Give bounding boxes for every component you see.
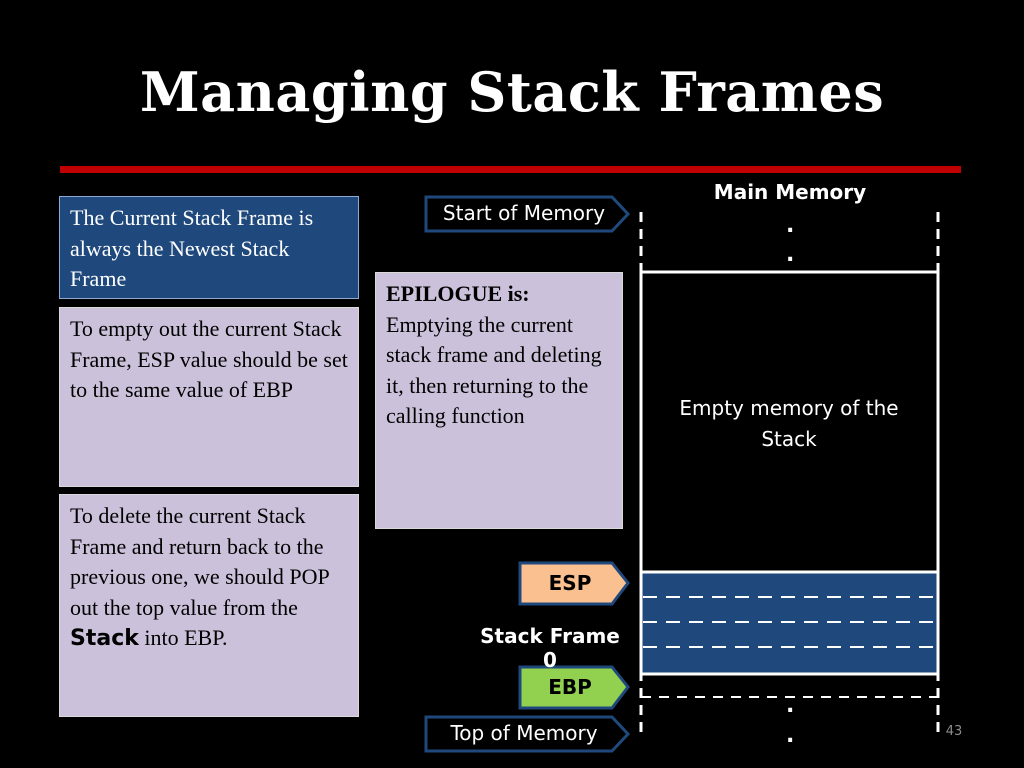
start-of-memory-pointer xyxy=(424,195,631,233)
current-frame-text: The Current Stack Frame is always the Ne… xyxy=(70,205,314,291)
delete-frame-text-stack: Stack xyxy=(70,626,139,651)
start-of-memory-label: Start of Memory xyxy=(442,201,606,225)
empty-memory-label: Empty memory of the Stack xyxy=(679,396,899,451)
top-of-memory-label: Top of Memory xyxy=(450,721,598,745)
delete-frame-text-start: To delete the current Stack Frame and re… xyxy=(70,503,329,620)
ellipsis-dot: . xyxy=(786,242,795,267)
empty-frame-text: To empty out the current Stack Frame, ES… xyxy=(70,316,348,402)
epilogue-note: EPILOGUE is: Emptying the current stack … xyxy=(375,272,623,529)
top-of-memory-pointer xyxy=(424,715,631,753)
esp-pointer xyxy=(518,561,630,606)
epilogue-body: Emptying the current stack frame and del… xyxy=(386,311,602,429)
ebp-label: EBP xyxy=(548,675,592,699)
title-underline xyxy=(60,166,961,173)
ellipsis-dot: . xyxy=(786,693,795,718)
stack-frame-label: Stack Frame 0 xyxy=(480,624,620,672)
page-number: 43 xyxy=(945,724,963,739)
ellipsis-dot: . xyxy=(786,723,795,748)
current-frame-note: The Current Stack Frame is always the Ne… xyxy=(59,196,359,299)
empty-stack-region xyxy=(639,270,940,574)
ebp-pointer xyxy=(518,665,630,710)
delete-frame-text-end: into EBP. xyxy=(138,625,228,650)
empty-frame-note: To empty out the current Stack Frame, ES… xyxy=(59,307,359,487)
slide-title: Managing Stack Frames xyxy=(139,60,885,124)
main-memory-title: Main Memory xyxy=(713,180,867,204)
esp-label: ESP xyxy=(548,571,592,595)
delete-frame-note: To delete the current Stack Frame and re… xyxy=(59,494,359,717)
epilogue-heading: EPILOGUE is: xyxy=(386,281,530,306)
ellipsis-dot: . xyxy=(786,213,795,238)
